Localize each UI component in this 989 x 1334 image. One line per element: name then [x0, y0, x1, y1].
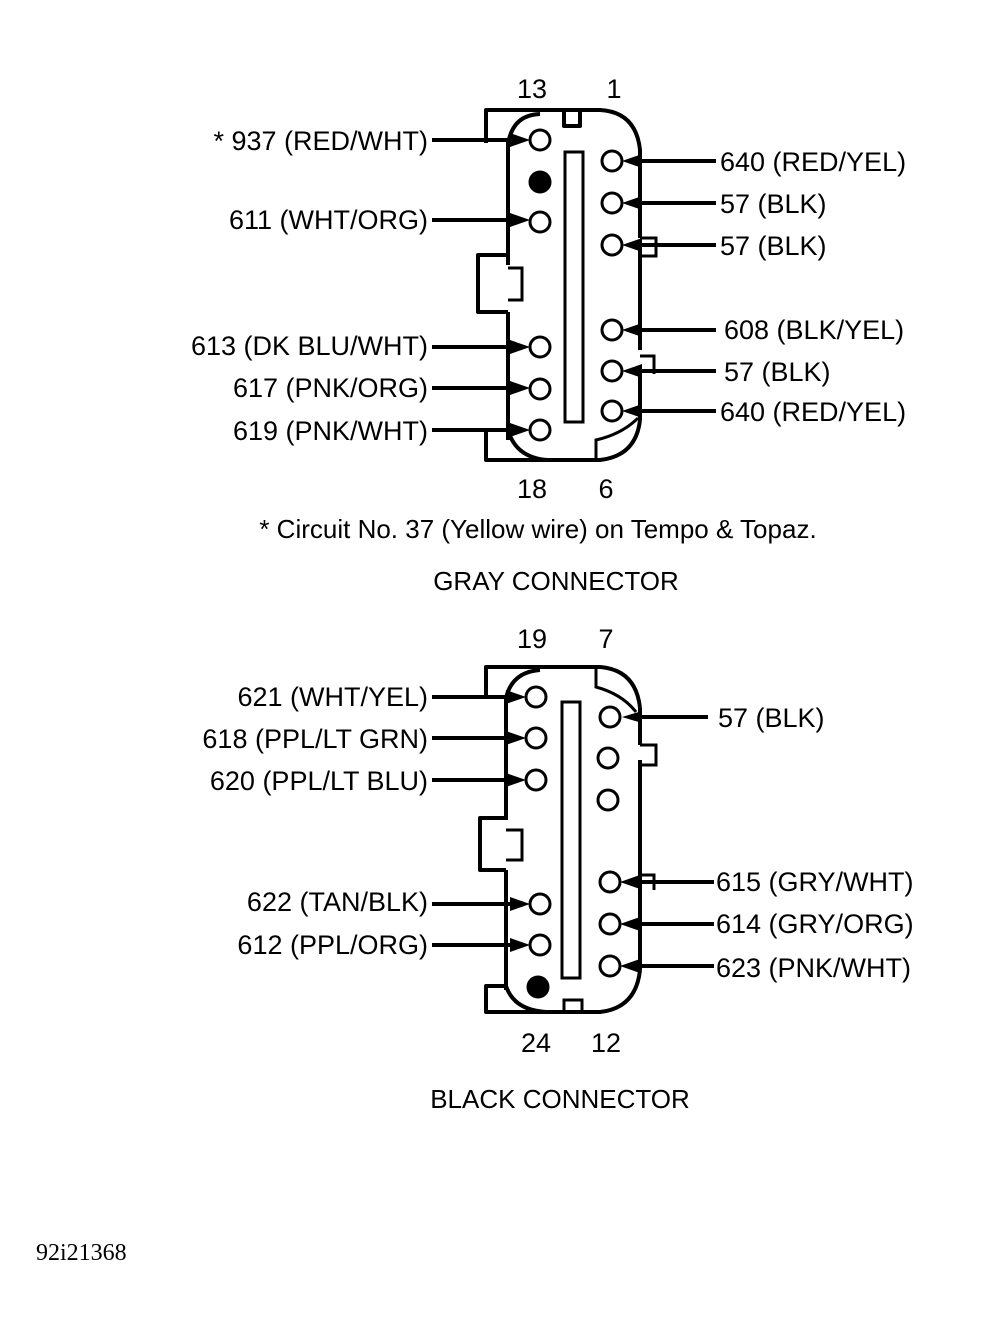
wire-label: 57 (BLK): [720, 189, 827, 219]
footnote: * Circuit No. 37 (Yellow wire) on Tempo …: [259, 514, 816, 544]
pin-number-top-left: 19: [517, 624, 547, 654]
wire-label: 613 (DK BLU/WHT): [191, 331, 428, 361]
pin-number-top-right: 1: [606, 74, 621, 104]
left-pins: 621 (WHT/YEL) 618 (PPL/LT GRN) 620 (PPL/…: [202, 682, 552, 999]
pin-plugged: [526, 975, 550, 999]
pin: [524, 768, 548, 792]
center-slot: [560, 700, 582, 980]
wire-label: 621 (WHT/YEL): [237, 682, 428, 712]
wire-label: 611 (WHT/ORG): [229, 205, 428, 235]
pin: [598, 870, 622, 894]
wire-label: 57 (BLK): [720, 231, 827, 261]
wire-label: 622 (TAN/BLK): [247, 887, 428, 917]
left-pins: * 937 (RED/WHT) 611 (WHT/ORG) 613 (DK BL…: [191, 126, 552, 446]
center-slot: [563, 150, 585, 424]
wire-label: 608 (BLK/YEL): [724, 315, 904, 345]
pin-number-top-left: 13: [517, 74, 547, 104]
pin: [528, 335, 552, 359]
wire-label: 614 (GRY/ORG): [716, 909, 914, 939]
pin: [600, 359, 624, 383]
pin: [524, 726, 548, 750]
pin: [528, 933, 552, 957]
pin: [524, 685, 548, 709]
pin: [598, 705, 622, 729]
pin-number-bottom-left: 24: [521, 1028, 551, 1058]
gray-connector: 13 1 18 6: [191, 74, 906, 596]
wire-label: 618 (PPL/LT GRN): [202, 724, 428, 754]
pin: [596, 788, 620, 812]
pin: [528, 377, 552, 401]
right-pins: 57 (BLK) 615 (GRY/WHT) 614 (GRY/ORG) 623…: [596, 703, 914, 983]
black-connector: 19 7 24 12: [202, 624, 913, 1114]
pin: [598, 912, 622, 936]
pin-number-top-right: 7: [598, 624, 613, 654]
pin: [600, 149, 624, 173]
connector-title: BLACK CONNECTOR: [430, 1084, 690, 1114]
pin: [600, 233, 624, 257]
pin-number-bottom-right: 6: [598, 474, 613, 504]
pin: [600, 399, 624, 423]
wire-label: * 937 (RED/WHT): [213, 126, 428, 156]
pin: [598, 954, 622, 978]
wire-label: 640 (RED/YEL): [720, 147, 906, 177]
pin: [528, 210, 552, 234]
pin: [600, 318, 624, 342]
wire-label: 623 (PNK/WHT): [716, 953, 911, 983]
pin-plugged: [528, 170, 552, 194]
wire-label: 620 (PPL/LT BLU): [210, 766, 428, 796]
pin: [528, 418, 552, 442]
pin: [596, 746, 620, 770]
connector-title: GRAY CONNECTOR: [433, 566, 679, 596]
connector-housing: [478, 665, 658, 1014]
pin: [600, 191, 624, 215]
wire-label: 617 (PNK/ORG): [233, 373, 428, 403]
wire-label: 615 (GRY/WHT): [716, 867, 914, 897]
pin: [528, 892, 552, 916]
wire-label: 57 (BLK): [718, 703, 825, 733]
right-pins: 640 (RED/YEL) 57 (BLK) 57 (BLK) 608 (BLK…: [600, 147, 906, 427]
figure-id: 92i21368: [36, 1240, 127, 1266]
pin-number-bottom-right: 12: [591, 1028, 621, 1058]
pin-number-bottom-left: 18: [517, 474, 547, 504]
wire-label: 612 (PPL/ORG): [237, 930, 428, 960]
wire-label: 57 (BLK): [724, 357, 831, 387]
wire-label: 619 (PNK/WHT): [233, 416, 428, 446]
wire-label: 640 (RED/YEL): [720, 397, 906, 427]
pin: [528, 128, 552, 152]
